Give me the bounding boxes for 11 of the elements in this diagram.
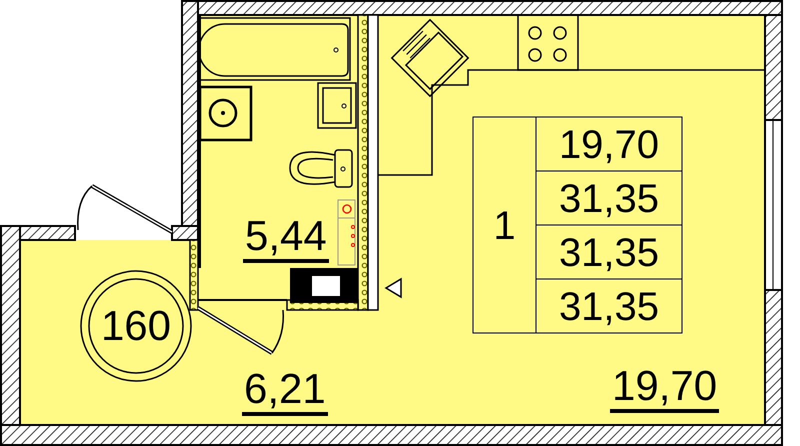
area-value: 6,21 [242,368,328,416]
area-value: 31,35 [558,231,660,275]
area-value: 19,70 [558,123,660,167]
room-count: 1 [492,204,517,248]
area-value: 19,70 [610,365,720,413]
room-floor [378,15,765,425]
area-value: 5,44 [243,215,329,263]
area-value: 31,35 [558,285,660,329]
apartment-number-circle [80,270,192,382]
apartment-number: 160 [100,304,172,348]
area-value: 31,35 [558,177,660,221]
